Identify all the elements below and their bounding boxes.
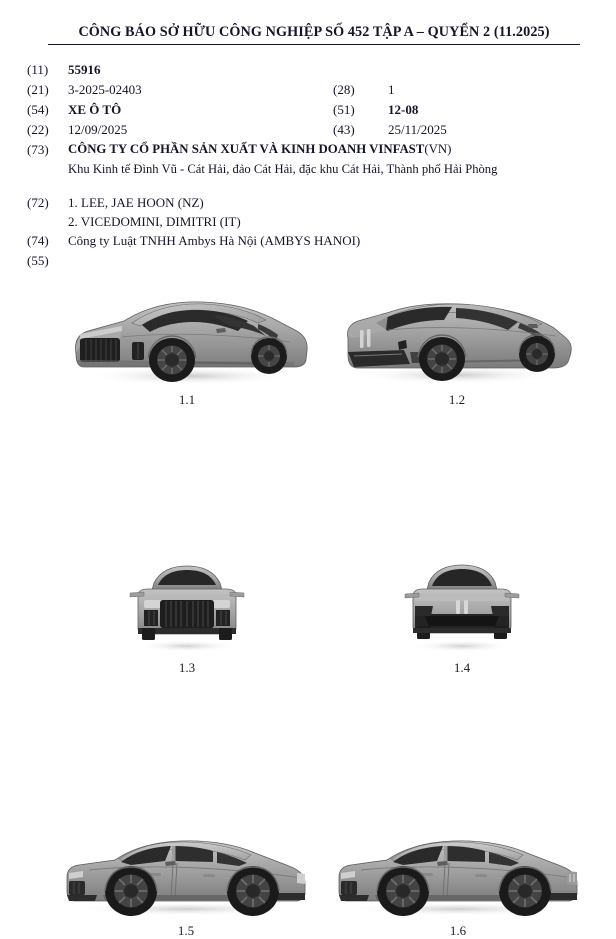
field-row-11-28: (11) 55916 (0, 62, 616, 82)
field-code-43: (43) (333, 122, 355, 137)
figure-caption-1-6: 1.6 (449, 923, 467, 938)
figure-1-3: 1.3 (122, 556, 252, 676)
field-row-55: (55) (0, 253, 616, 271)
field-value-11: 55916 (68, 62, 101, 77)
field-code-51: (51) (333, 102, 355, 117)
field-row-21: (21) 3-2025-02403 (28) 1 (0, 82, 616, 102)
field-row-54: (54) XE Ô TÔ (51) 12-08 (0, 102, 616, 122)
figure-row-3: 1.5 (0, 551, 616, 938)
figure-1-4: 1.4 (397, 556, 527, 676)
bibliographic-fields: (11) 55916 (21) 3-2025-02403 (28) 1 (54)… (0, 62, 616, 271)
field-code-28: (28) (333, 82, 355, 97)
field-code-11: (11) (27, 62, 49, 77)
field-value-28: 1 (388, 82, 395, 97)
owner-country: (VN) (424, 142, 452, 156)
car-front-three-quarter-drawing (75, 301, 308, 385)
figure-row-1: 1.1 (0, 288, 616, 418)
field-value-54: XE Ô TÔ (68, 102, 122, 117)
inventor-1: 1. LEE, JAE HOON (NZ) (68, 195, 204, 210)
inventor-2: 2. VICEDOMINI, DIMITRI (IT) (68, 214, 241, 229)
figure-1-2: 1.2 (322, 290, 592, 408)
page-title: CÔNG BÁO SỞ HỮU CÔNG NGHIỆP SỐ 452 TẬP A… (78, 24, 550, 40)
figure-1-6: 1.6 (322, 829, 594, 939)
field-row-22: (22) 12/09/2025 (43) 25/11/2025 (0, 122, 616, 142)
field-code-22: (22) (27, 122, 49, 137)
field-row-73: (73) CÔNG TY CỔ PHẦN SẢN XUẤT VÀ KINH DO… (0, 142, 616, 161)
field-row-72-second: 2. VICEDOMINI, DIMITRI (IT) (0, 214, 616, 233)
owner-name: CÔNG TY CỔ PHẦN SẢN XUẤT VÀ KINH DOANH V… (68, 142, 425, 156)
field-value-51: 12-08 (388, 102, 419, 117)
field-row-72: (72) 1. LEE, JAE HOON (NZ) (0, 195, 616, 214)
car-rear-three-quarter-drawing (347, 303, 572, 384)
field-value-73-owner: CÔNG TY CỔ PHẦN SẢN XUẤT VÀ KINH DOANH V… (68, 142, 451, 157)
owner-address: Khu Kinh tế Đình Vũ - Cát Hải, đảo Cát H… (68, 162, 498, 176)
figure-caption-1-4: 1.4 (453, 660, 471, 675)
car-side-elevation-right-drawing (338, 840, 578, 916)
car-side-elevation-left-drawing (66, 840, 306, 916)
field-value-74: Công ty Luật TNHH Ambys Hà Nội (AMBYS HA… (68, 233, 361, 248)
field-code-55: (55) (27, 253, 49, 268)
figure-gallery: 1.1 (0, 288, 616, 938)
page-header: CÔNG BÁO SỞ HỮU CÔNG NGHIỆP SỐ 452 TẬP A… (48, 24, 580, 45)
car-rear-elevation-drawing (404, 564, 520, 652)
figure-caption-1-2: 1.2 (448, 392, 466, 407)
field-code-73: (73) (27, 142, 49, 157)
figure-row-2: 1.3 (0, 418, 616, 675)
field-code-54: (54) (27, 102, 49, 117)
figure-caption-1-1: 1.1 (178, 392, 196, 407)
figure-1-5: 1.5 (50, 829, 322, 939)
field-code-72: (72) (27, 195, 49, 210)
field-value-21: 3-2025-02403 (68, 82, 142, 97)
figure-caption-1-5: 1.5 (177, 923, 195, 938)
field-row-74: (74) Công ty Luật TNHH Ambys Hà Nội (AMB… (0, 233, 616, 253)
car-front-elevation-drawing (129, 565, 245, 652)
field-code-21: (21) (27, 82, 49, 97)
document-page: CÔNG BÁO SỞ HỮU CÔNG NGHIỆP SỐ 452 TẬP A… (0, 24, 616, 938)
field-code-74: (74) (27, 233, 49, 248)
header-divider (48, 44, 580, 45)
figure-1-1: 1.1 (52, 290, 322, 408)
field-value-43: 25/11/2025 (388, 122, 447, 137)
figure-caption-1-3: 1.3 (178, 660, 196, 675)
field-row-73-address: Khu Kinh tế Đình Vũ - Cát Hải, đảo Cát H… (0, 161, 616, 195)
field-value-22: 12/09/2025 (68, 122, 128, 137)
